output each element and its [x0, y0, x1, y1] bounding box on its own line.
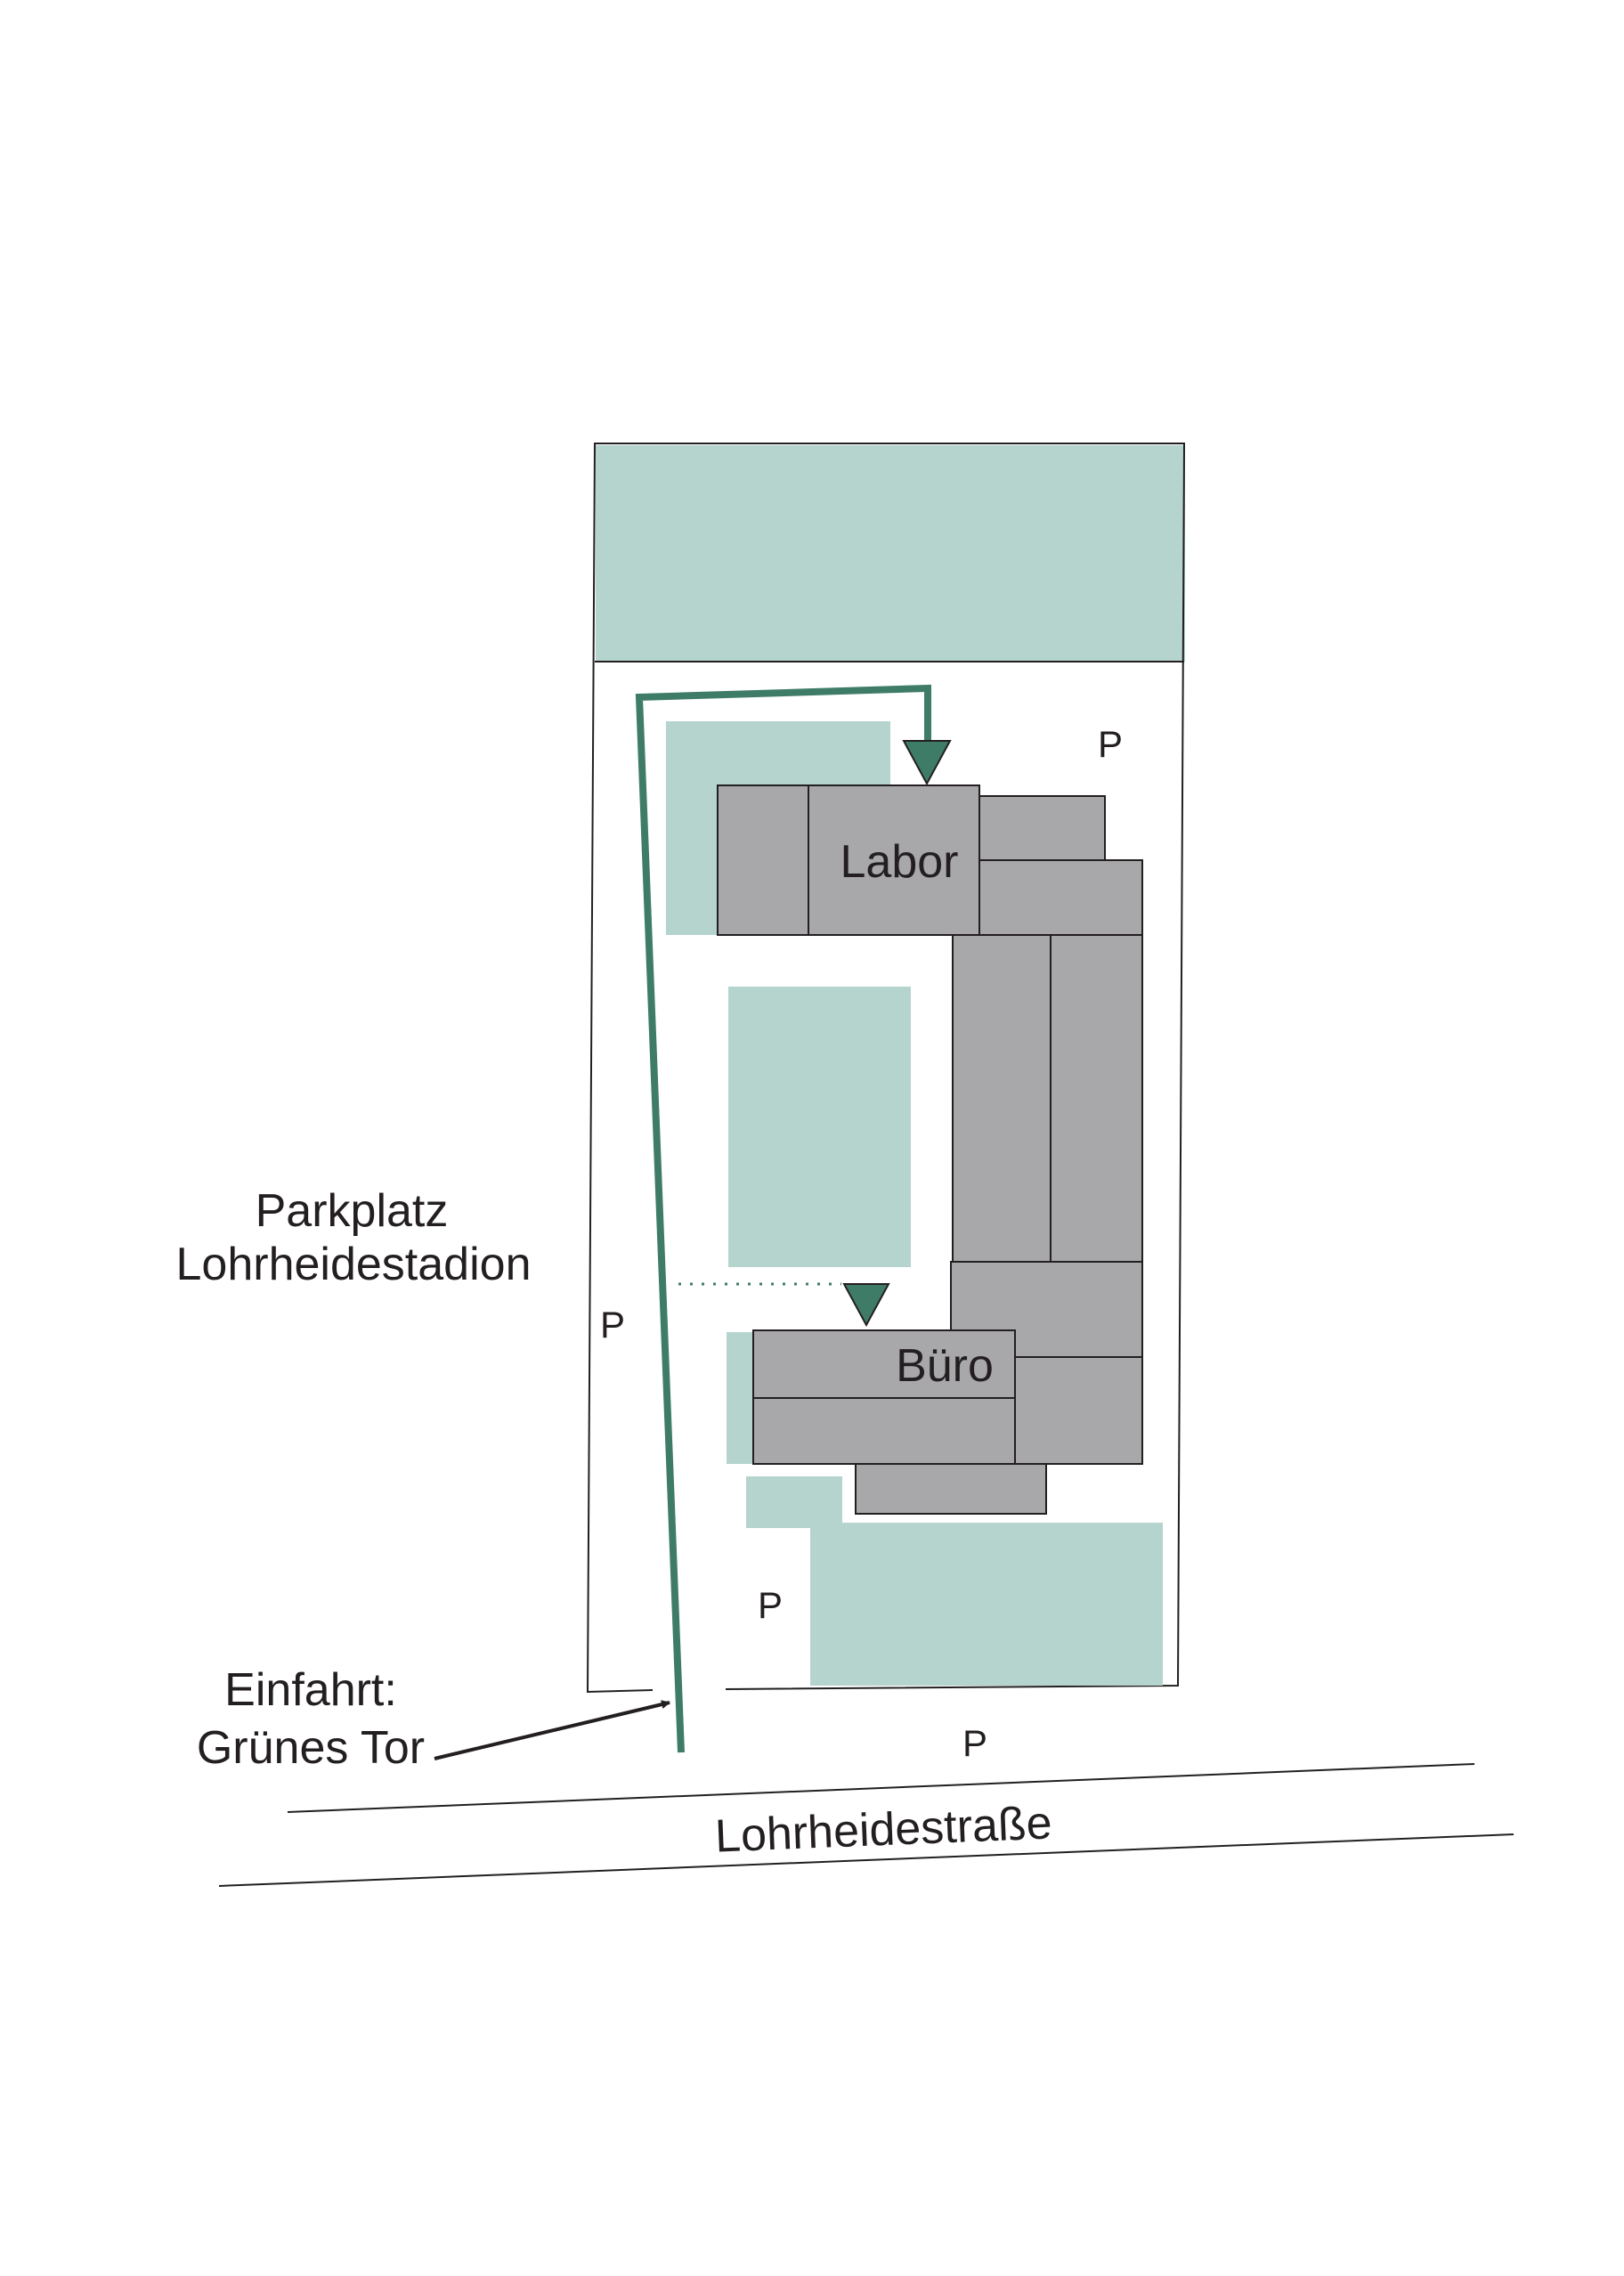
building-buero [752, 1329, 1016, 1399]
building-labor [808, 784, 980, 936]
green-area-south-small [746, 1476, 842, 1528]
green-area-courtyard [728, 987, 911, 1267]
road-edge-south [218, 1833, 1514, 1887]
parking-marker-street: P [962, 1722, 987, 1764]
parking-marker-west: P [600, 1304, 625, 1345]
building-buero-annex [855, 1463, 1047, 1515]
label-entrance-line1: Einfahrt: [224, 1664, 397, 1716]
label-street: Lohrheidestraße [714, 1797, 1053, 1862]
green-area-south-large [810, 1523, 1163, 1686]
label-entrance-line2: Grünes Tor [197, 1722, 425, 1774]
building-labor-west [717, 784, 809, 936]
green-area-north [596, 445, 1185, 662]
entrance-pointer-arrow [434, 1700, 670, 1760]
building-labor-annex-top [978, 795, 1106, 861]
access-route [635, 684, 931, 1753]
parking-marker-south: P [758, 1584, 783, 1626]
label-parking-stadium-line2: Lohrheidestadion [176, 1239, 532, 1290]
building-complex [717, 784, 1143, 1515]
building-south-connector-bottom [1014, 1356, 1143, 1465]
label-buero: Büro [896, 1340, 994, 1392]
property-boundary-left [586, 443, 1186, 1694]
building-east-wing-left [952, 934, 1052, 1263]
route-arrow-buero [842, 1283, 890, 1328]
building-east-wing-right [1050, 934, 1143, 1263]
parking-marker-northeast: P [1098, 723, 1123, 765]
route-arrow-labor [902, 740, 952, 786]
label-labor: Labor [840, 836, 959, 888]
label-parking-stadium-line1: Parkplatz [256, 1185, 449, 1237]
road-edge-north [287, 1763, 1475, 1813]
green-area-near-buero [727, 1332, 753, 1464]
building-buero-lower [752, 1397, 1016, 1465]
building-labor-annex-bottom [978, 859, 1143, 936]
